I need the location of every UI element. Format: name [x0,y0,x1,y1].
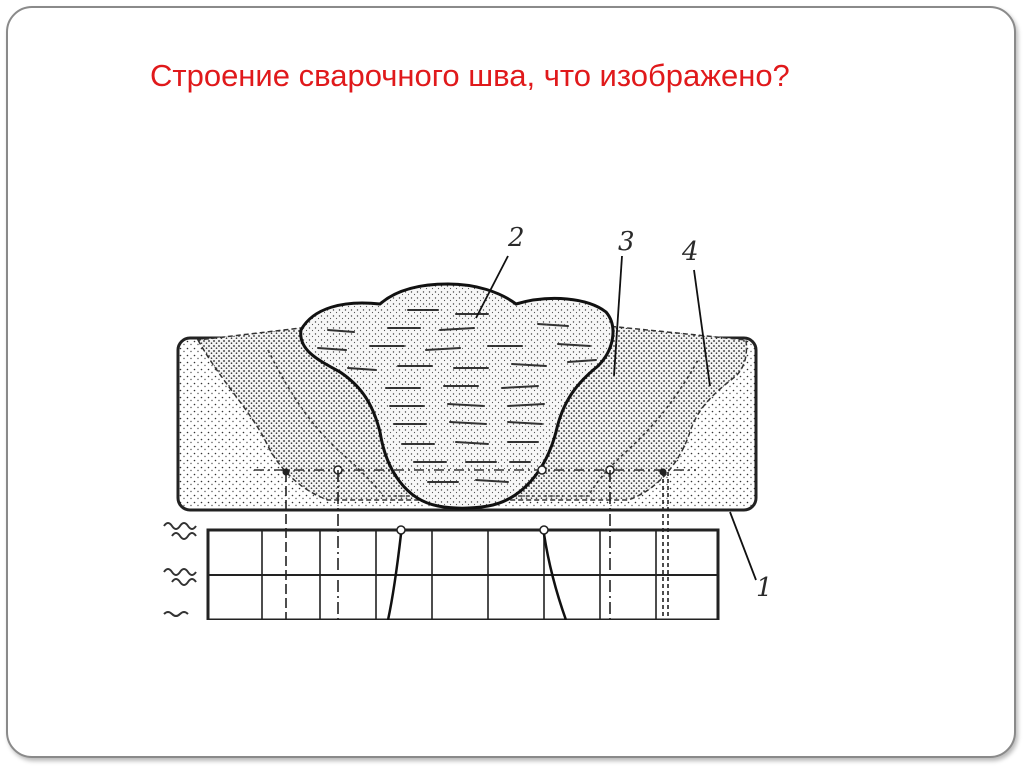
label-4: 4 [681,237,699,267]
label-2: 2 [507,223,525,253]
temperature-scale-marks [163,522,197,617]
weld-seam-drawing: 2 3 4 1 [163,223,773,620]
label-3: 3 [618,227,635,257]
temperature-curve-right [542,533,568,620]
curve-point-right [539,525,549,535]
weld-seam-diagram: 2 3 4 1 [158,200,898,620]
slide-title: Строение сварочного шва, что изображено? [150,58,790,93]
axis-marker-2 [537,465,547,475]
projection-lines [285,470,669,620]
curve-point-left [396,525,406,535]
weld-layer-hatching [317,309,597,483]
label-leaders [475,255,757,581]
temperature-graph [206,528,720,620]
fusion-zone [267,349,699,497]
label-1: 1 [756,573,773,603]
temperature-curve-left [386,533,403,620]
weld-bead [299,282,615,510]
